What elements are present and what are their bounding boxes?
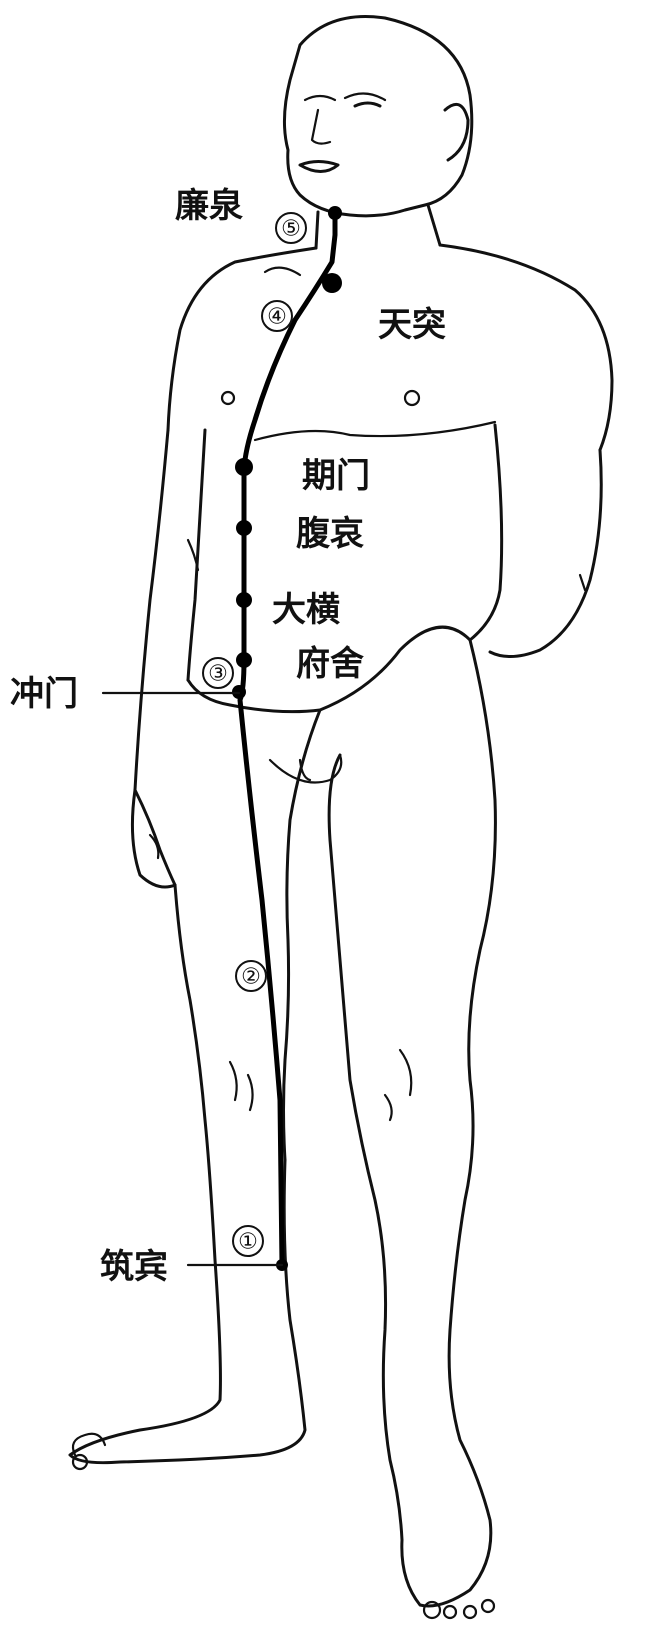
marker-4-text: ④ — [267, 305, 287, 330]
label-qimen: 期门 — [302, 456, 370, 496]
marker-1: ① — [232, 1225, 264, 1257]
label-chongmen: 冲门 — [10, 674, 78, 714]
body-outline — [68, 15, 614, 1620]
label-fuai: 腹哀 — [296, 514, 364, 554]
marker-5: ⑤ — [275, 212, 307, 244]
marker-2-text: ② — [241, 965, 261, 990]
marker-2: ② — [235, 960, 267, 992]
point-lianquan — [328, 206, 342, 220]
acupoints — [232, 206, 342, 1271]
marker-3: ③ — [202, 657, 234, 689]
label-zhubin: 筑宾 — [100, 1247, 168, 1287]
point-qimen — [235, 458, 253, 476]
label-tiantu: 天突 — [378, 305, 446, 345]
leader-lines — [101, 691, 284, 1267]
meridian-line — [237, 210, 338, 1268]
point-daheng — [236, 592, 252, 608]
point-fuai — [236, 520, 252, 536]
point-fushe — [236, 652, 252, 668]
point-tiantu — [322, 273, 342, 293]
marker-1-text: ① — [238, 1230, 258, 1255]
label-fushe: 府舍 — [296, 644, 364, 684]
marker-4: ④ — [261, 300, 293, 332]
label-daheng: 大横 — [272, 590, 340, 630]
marker-3-text: ③ — [208, 662, 228, 687]
label-lianquan: 廉泉 — [175, 186, 243, 226]
marker-5-text: ⑤ — [281, 217, 301, 242]
